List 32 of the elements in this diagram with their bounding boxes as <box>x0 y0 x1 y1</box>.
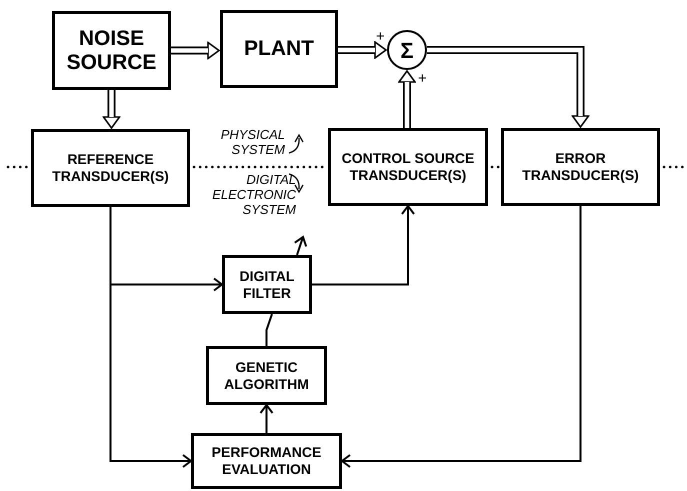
arrow <box>110 207 192 468</box>
block-label: CONTROL SOURCE TRANSDUCER(S) <box>340 150 476 184</box>
block-box <box>52 11 171 90</box>
block-label: NOISE SOURCE <box>66 26 158 74</box>
block-label: ERROR TRANSDUCER(S) <box>521 150 640 184</box>
block-label: Σ <box>400 36 414 64</box>
region-label: DIGITAL ELECTRONIC SYSTEM <box>211 172 296 217</box>
arrow <box>260 404 274 433</box>
block-box <box>31 129 190 207</box>
double-line-arrow <box>338 41 387 59</box>
block-label: PERFORMANCE EVALUATION <box>210 444 322 478</box>
block-label: DIGITAL FILTER <box>238 268 296 302</box>
block-label: REFERENCE TRANSDUCER(S) <box>51 151 170 185</box>
block-box <box>328 128 488 206</box>
block-label: PLANT <box>244 36 314 62</box>
summing-junction <box>387 30 427 70</box>
arrow <box>341 206 582 468</box>
block-box <box>222 255 312 314</box>
sign-label: + <box>418 69 427 89</box>
block-box <box>501 128 660 206</box>
double-line-arrow <box>102 90 120 129</box>
double-line-arrow <box>427 46 590 128</box>
block-box <box>206 346 327 405</box>
block-label: GENETIC ALGORITHM <box>223 358 310 392</box>
double-line-arrow <box>171 42 220 60</box>
block-box <box>191 433 342 489</box>
double-line-arrow <box>398 70 416 128</box>
block-box <box>220 10 338 88</box>
sign-label: + <box>376 27 385 47</box>
arrow <box>294 236 308 256</box>
arrow <box>312 205 415 286</box>
region-label: PHYSICAL SYSTEM <box>220 127 285 157</box>
